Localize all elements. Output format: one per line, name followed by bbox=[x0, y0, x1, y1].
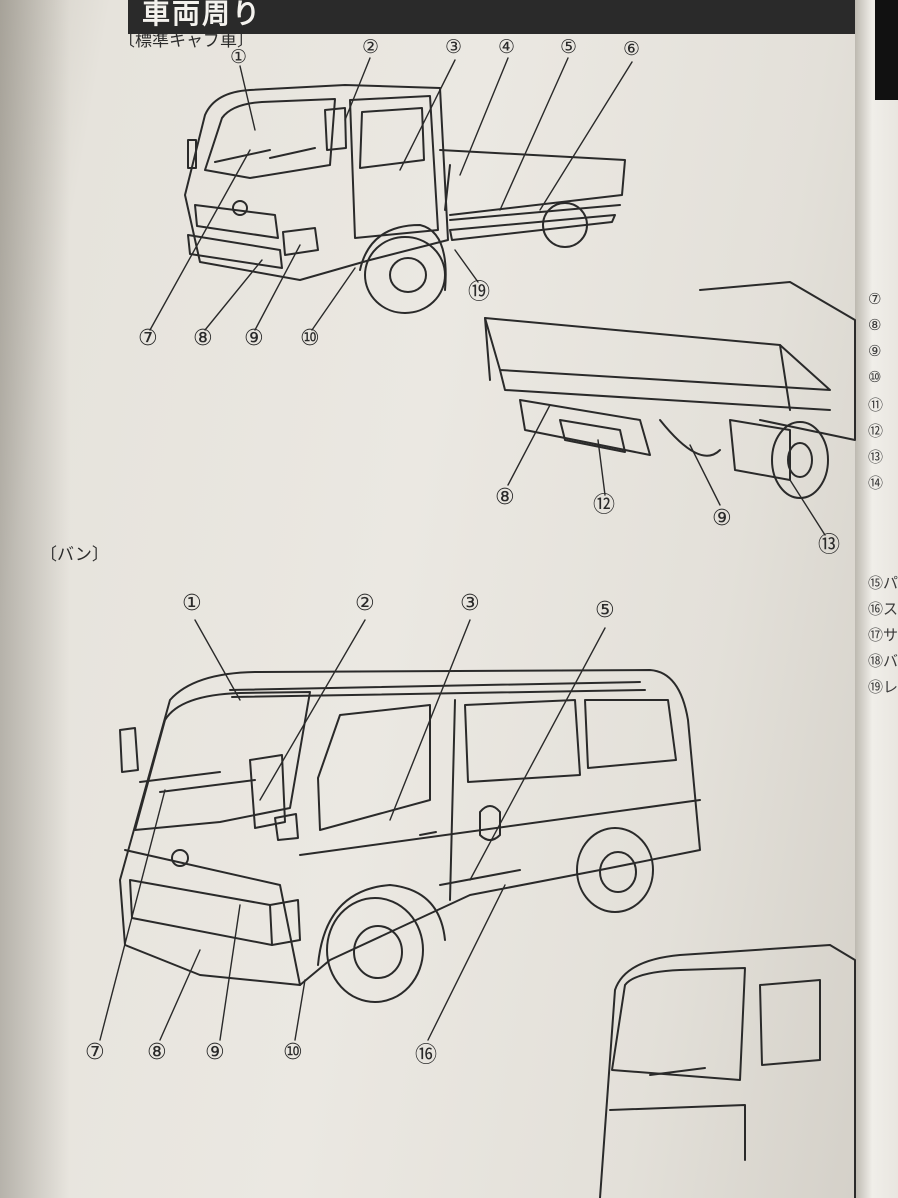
van-drawing bbox=[119, 669, 701, 1003]
callout-van-3: ③ bbox=[460, 591, 480, 616]
callout-underbody-8: ⑧ bbox=[495, 485, 515, 510]
van-section-label: 〔バン〕 bbox=[40, 545, 109, 565]
van-leader-lines bbox=[99, 619, 606, 1041]
callout-truck-1: ① bbox=[230, 46, 248, 68]
callout-truck-2: ② bbox=[362, 36, 380, 58]
side-num-9: ⑨ bbox=[868, 342, 882, 360]
callout-van-8: ⑧ bbox=[147, 1040, 167, 1065]
side-num-10: ⑩ bbox=[868, 368, 882, 386]
side-num-14: ⑭ bbox=[868, 474, 884, 492]
side-item-17: ⑰サ bbox=[868, 626, 898, 644]
callout-truck-19: ⑲ bbox=[468, 280, 491, 305]
side-item-15: ⑮パ bbox=[868, 574, 898, 592]
callout-truck-6: ⑥ bbox=[623, 38, 641, 60]
side-num-8: ⑧ bbox=[868, 316, 882, 334]
callout-underbody-13: ⑬ bbox=[818, 533, 841, 558]
side-num-12: ⑫ bbox=[868, 422, 884, 440]
side-item-19: ⑲レ bbox=[868, 678, 898, 696]
side-num-13: ⑬ bbox=[868, 448, 884, 466]
callout-underbody-9: ⑨ bbox=[712, 506, 732, 531]
callout-truck-10: ⑩ bbox=[300, 326, 320, 351]
callout-truck-7: ⑦ bbox=[138, 326, 158, 351]
page-title: 車両周り bbox=[142, 0, 263, 30]
callout-truck-8: ⑧ bbox=[193, 326, 213, 351]
callout-underbody-12: ⑫ bbox=[593, 493, 616, 518]
facing-page-list-lower: ⑮パ ⑯ス ⑰サ ⑱バ ⑲レ bbox=[868, 572, 898, 702]
side-num-7: ⑦ bbox=[868, 290, 882, 308]
side-item-16: ⑯ス bbox=[868, 600, 898, 618]
index-tab bbox=[875, 0, 898, 100]
van-rear-drawing bbox=[599, 944, 856, 1198]
callout-van-9: ⑨ bbox=[205, 1040, 225, 1065]
callout-van-5: ⑤ bbox=[595, 598, 615, 623]
underbody-leader-lines bbox=[507, 404, 826, 536]
side-num-11: ⑪ bbox=[868, 396, 884, 414]
cab-truck-section-label: 〔標準キャブ車〕 bbox=[118, 31, 254, 51]
callout-van-7: ⑦ bbox=[85, 1040, 105, 1065]
underbody-drawing bbox=[484, 281, 856, 499]
callout-van-2: ② bbox=[355, 591, 375, 616]
callout-van-1: ① bbox=[182, 591, 202, 616]
truck-leader-lines bbox=[149, 57, 633, 331]
side-item-18: ⑱バ bbox=[868, 652, 898, 670]
page-gutter-shadow bbox=[0, 0, 70, 1198]
facing-page-edge bbox=[855, 0, 898, 1198]
callout-truck-3: ③ bbox=[445, 36, 463, 58]
callout-truck-5: ⑤ bbox=[560, 36, 578, 58]
callout-truck-9: ⑨ bbox=[244, 326, 264, 351]
callout-van-16: ⑯ bbox=[415, 1043, 438, 1068]
facing-page-list: ⑦ ⑧ ⑨ ⑩ ⑪ ⑫ ⑬ ⑭ bbox=[868, 250, 898, 498]
callout-van-10: ⑩ bbox=[283, 1040, 303, 1065]
cab-truck-drawing bbox=[184, 84, 626, 314]
header-bar bbox=[128, 0, 898, 34]
callout-truck-4: ④ bbox=[498, 36, 516, 58]
